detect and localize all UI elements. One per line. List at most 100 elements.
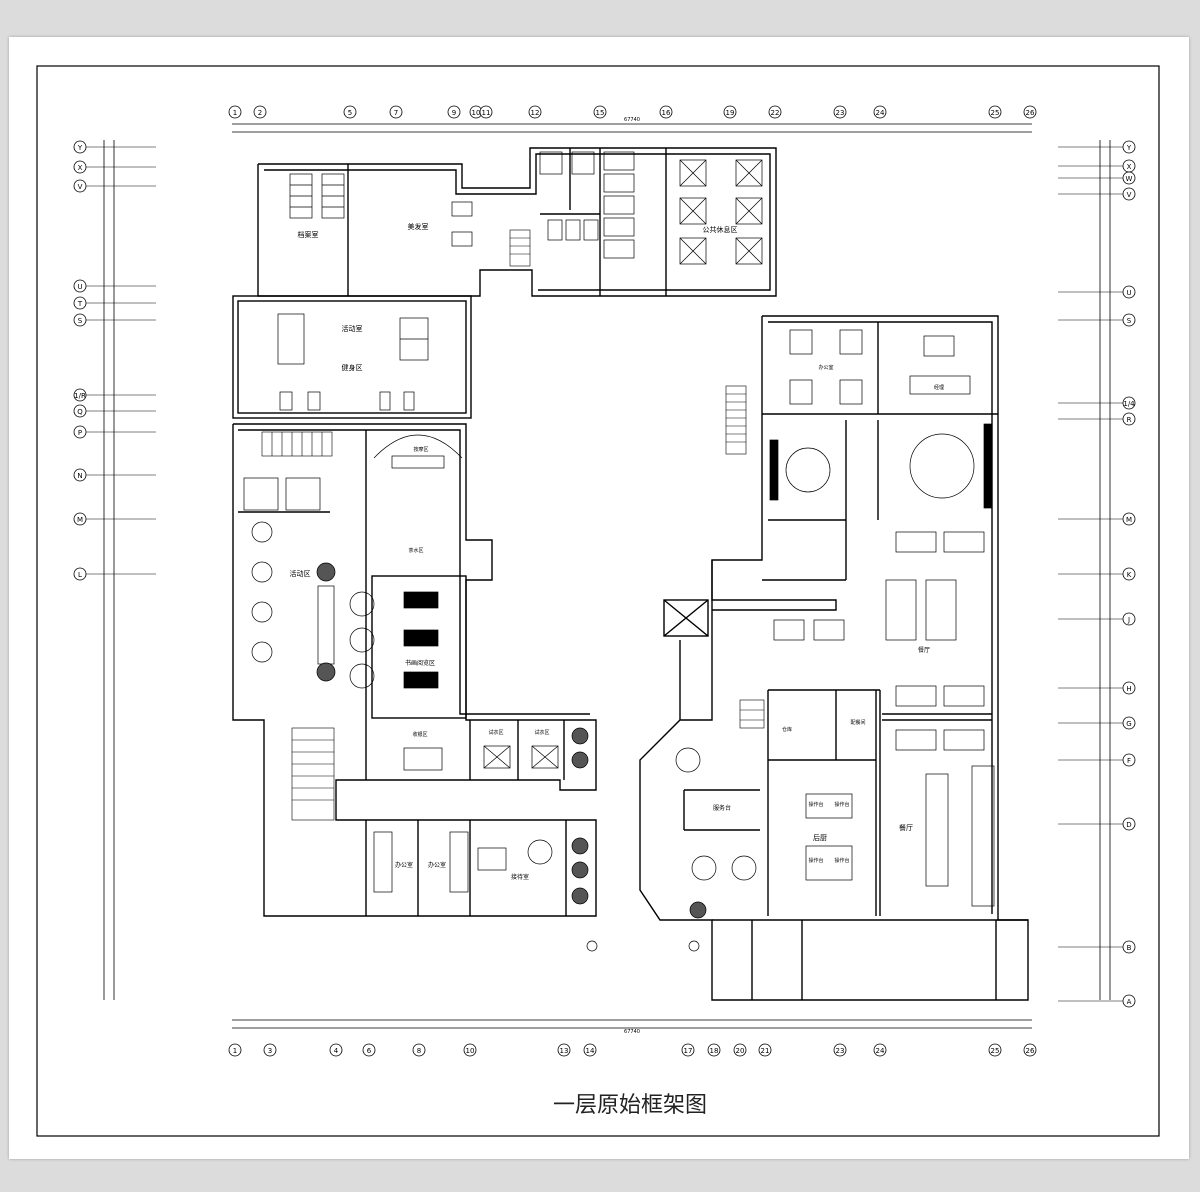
rest-table-icon xyxy=(735,159,763,187)
right-axis-label: J xyxy=(1127,616,1130,624)
room-label: 办公室 xyxy=(428,861,446,869)
right-axis-label: 1/4 xyxy=(1123,400,1135,408)
room-label: 办公室 xyxy=(818,364,833,371)
rest-table-icon xyxy=(735,197,763,225)
top-axis-label: 25 xyxy=(991,109,1000,117)
top-axis-label: 23 xyxy=(836,109,845,117)
left-axis-label: T xyxy=(77,300,83,308)
rest-table-icon xyxy=(679,237,707,265)
right-axis-label: Y xyxy=(1126,144,1132,152)
bottom-axis-label: 1 xyxy=(233,1047,237,1055)
top-axis-label: 2 xyxy=(258,109,262,117)
room-label: 书画阅览区 xyxy=(405,659,435,667)
rest-table-icon xyxy=(679,159,707,187)
room-label: 经理 xyxy=(934,384,944,391)
dimension-lines xyxy=(103,123,1111,1029)
bottom-axis-label: 21 xyxy=(761,1047,770,1055)
right-axis-label: M xyxy=(1126,516,1132,524)
right-axis-label: V xyxy=(1127,191,1132,199)
left-axis-label: U xyxy=(77,283,82,291)
room-label: 餐厅 xyxy=(918,646,930,654)
room-label: 试衣区 xyxy=(488,729,503,736)
room-label: 配餐间 xyxy=(850,719,865,726)
round-table-icon xyxy=(909,433,975,499)
left-axis-label: V xyxy=(78,183,83,191)
bottom-axis-label: 14 xyxy=(586,1047,595,1055)
top-axis-label: 10 xyxy=(472,109,481,117)
top-axis-label: 1 xyxy=(233,109,237,117)
room-label: 健身区 xyxy=(342,363,363,372)
right-axis-label: H xyxy=(1126,685,1131,693)
walls xyxy=(232,147,1029,1001)
room-label: 接待室 xyxy=(511,873,529,881)
bottom-axis-label: 23 xyxy=(836,1047,845,1055)
bottom-axis-label: 18 xyxy=(710,1047,719,1055)
drawing-frame xyxy=(36,65,1160,1137)
drawing-title: 一层原始框架图 xyxy=(553,1093,707,1118)
room-label: 美发室 xyxy=(408,222,429,231)
left-axis-label: P xyxy=(78,429,82,437)
bottom-axis-label: 10 xyxy=(466,1047,475,1055)
bottom-axis-label: 3 xyxy=(268,1047,272,1055)
room-label: 仓库 xyxy=(782,726,792,733)
room-label: 餐厅 xyxy=(899,823,913,832)
room-label: 办公室 xyxy=(395,861,413,869)
right-axis-label: K xyxy=(1127,571,1132,579)
furniture xyxy=(243,151,995,952)
right-axis-label: U xyxy=(1126,289,1131,297)
bottom-axis-bubbles xyxy=(228,1043,1037,1057)
bottom-axis-label: 20 xyxy=(736,1047,745,1055)
left-axis-label: S xyxy=(78,317,83,325)
top-axis-label: 24 xyxy=(876,109,885,117)
room-label: 活动区 xyxy=(290,569,311,578)
round-table-icon xyxy=(785,447,831,493)
left-axis-label: X xyxy=(78,164,83,172)
left-axis-label: L xyxy=(78,571,82,579)
rest-table-icon xyxy=(679,197,707,225)
room-label: 按摩区 xyxy=(413,446,428,453)
bottom-axis-label: 13 xyxy=(560,1047,569,1055)
bottom-axis-label: 17 xyxy=(684,1047,693,1055)
room-label: 活动室 xyxy=(342,324,363,333)
right-axis-label: R xyxy=(1127,416,1132,424)
left-axis-label: 1/R xyxy=(74,392,86,400)
room-label: 公共休息区 xyxy=(703,225,738,234)
overall-dimension-top: 67740 xyxy=(624,117,640,123)
overall-dimension-bottom: 67740 xyxy=(624,1029,640,1035)
right-axis-label: F xyxy=(1127,757,1131,765)
top-axis-label: 9 xyxy=(452,109,456,117)
room-label: 操作台 xyxy=(808,801,823,808)
top-axis-label: 19 xyxy=(726,109,735,117)
left-axis-label: N xyxy=(77,472,82,480)
top-axis-label: 11 xyxy=(482,109,491,117)
top-axis-bubbles xyxy=(228,105,1037,119)
left-axis-label: Y xyxy=(77,144,83,152)
right-axis-label: X xyxy=(1127,163,1132,171)
top-axis-label: 5 xyxy=(348,109,352,117)
room-label: 茶水区 xyxy=(408,547,423,554)
top-axis-label: 22 xyxy=(771,109,780,117)
room-label: 后厨 xyxy=(813,833,827,842)
right-axis-label: S xyxy=(1127,317,1132,325)
room-label: 试衣区 xyxy=(534,729,549,736)
rest-table-icon xyxy=(735,237,763,265)
billiard-table-icon xyxy=(277,313,305,365)
bottom-axis-label: 8 xyxy=(417,1047,421,1055)
bottom-axis-label: 25 xyxy=(991,1047,1000,1055)
left-axis-bubbles xyxy=(73,140,87,581)
bottom-axis-label: 6 xyxy=(367,1047,372,1055)
room-label: 收银区 xyxy=(412,731,427,738)
top-axis-label: 26 xyxy=(1026,109,1035,117)
bottom-axis-label: 4 xyxy=(334,1047,339,1055)
top-axis-label: 16 xyxy=(662,109,671,117)
room-label: 操作台 xyxy=(808,857,823,864)
right-axis-label: B xyxy=(1127,944,1132,952)
right-axis-label: D xyxy=(1126,821,1131,829)
right-axis-label: W xyxy=(1126,175,1133,183)
room-label: 操作台 xyxy=(834,857,849,864)
room-label: 操作台 xyxy=(834,801,849,808)
top-axis-label: 15 xyxy=(596,109,605,117)
right-axis-label: G xyxy=(1126,720,1131,728)
left-axis-label: M xyxy=(77,516,83,524)
